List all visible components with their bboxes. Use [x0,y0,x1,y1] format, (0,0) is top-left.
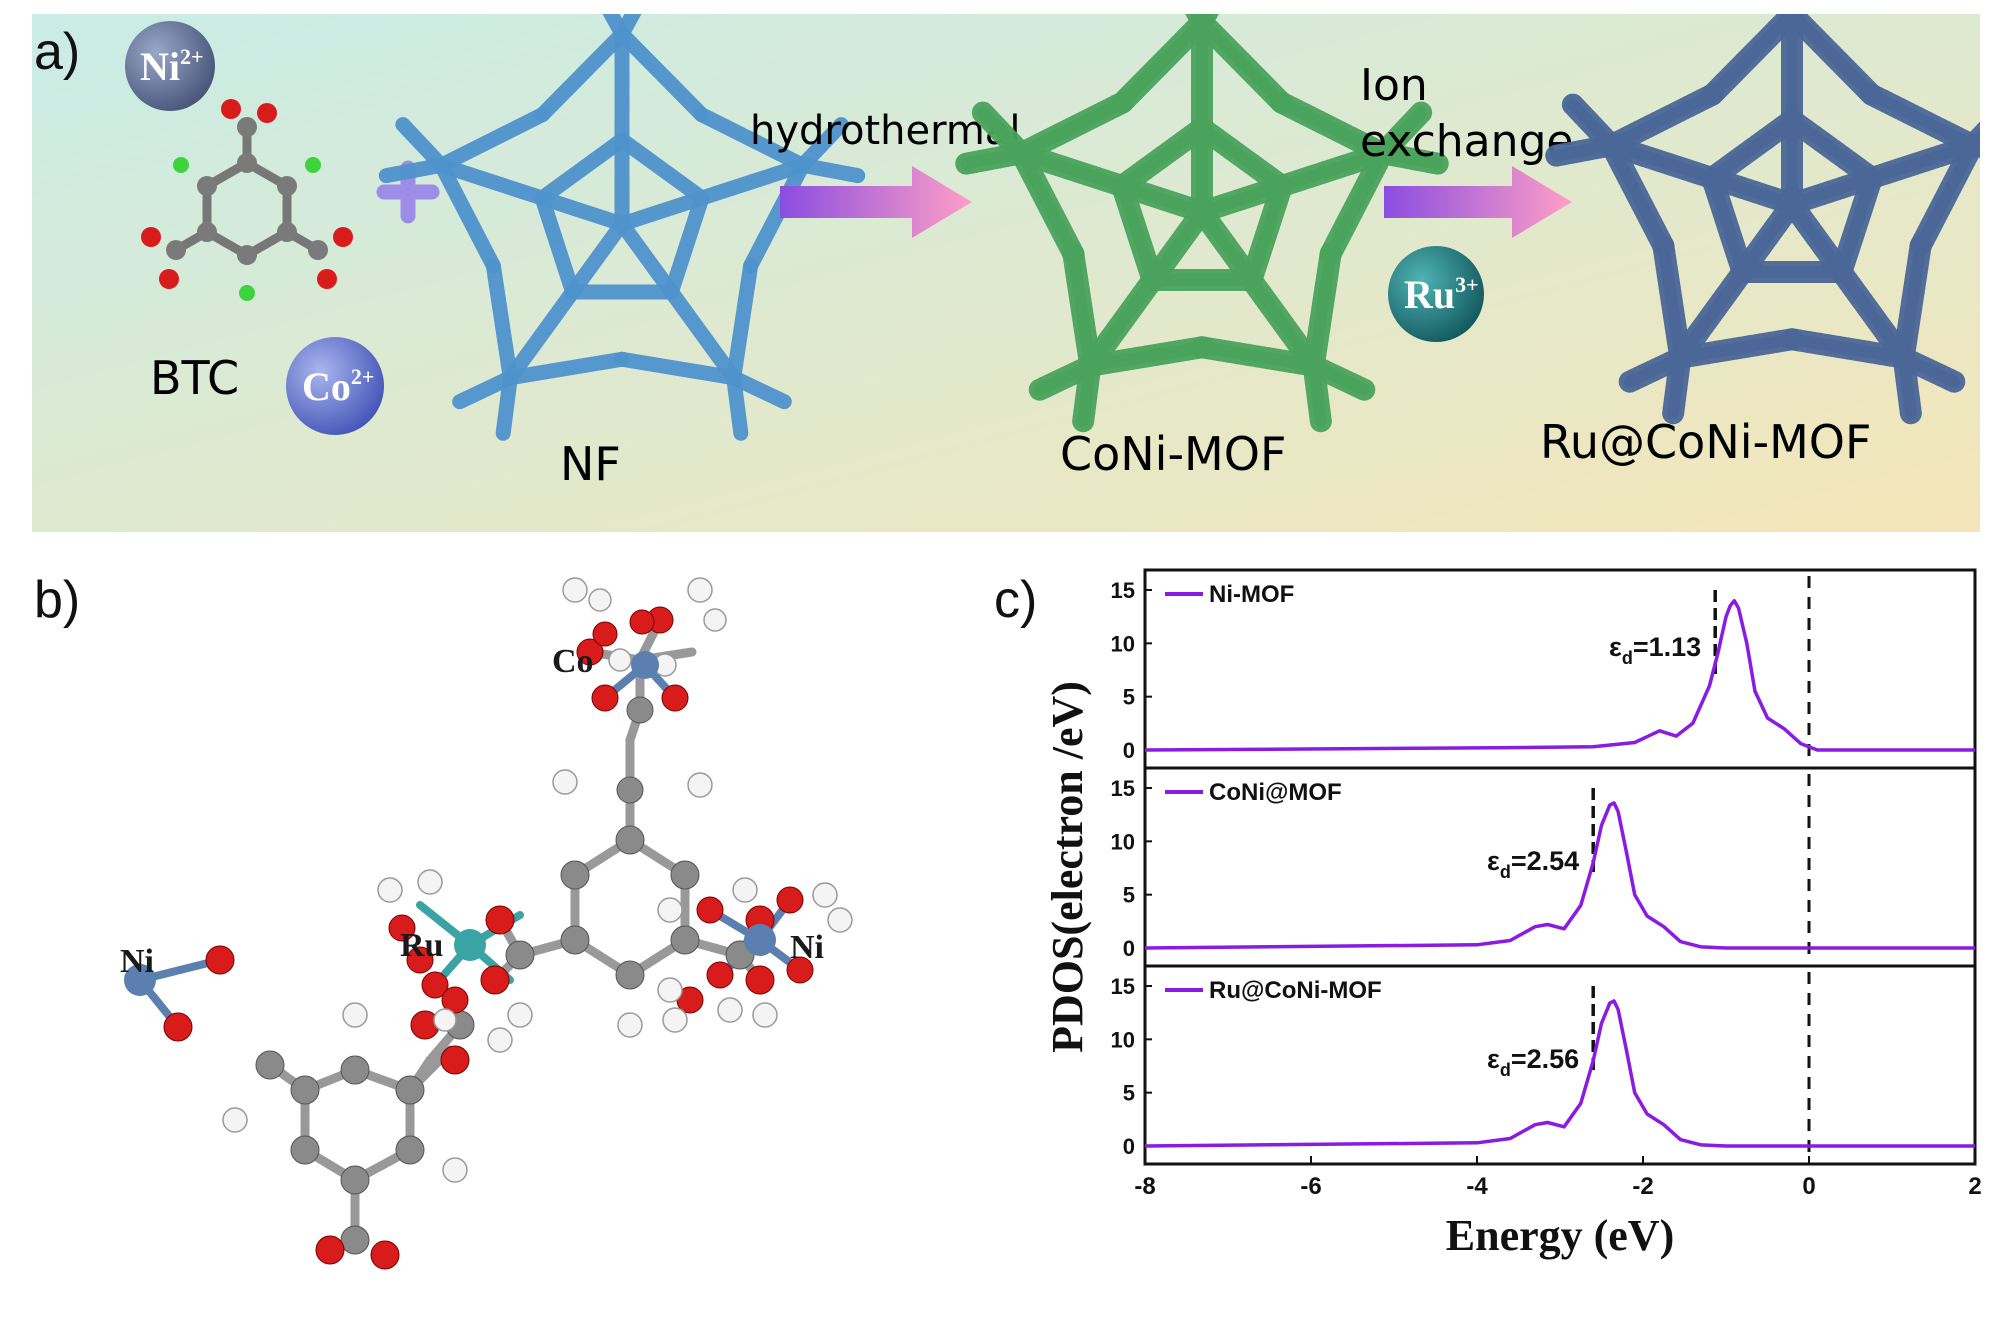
pdos-series-line [1144,999,1975,1148]
svg-text:Co2+: Co2+ [302,364,374,409]
ni-ion: Ni2+ [125,21,215,111]
pdos-series-line [1144,598,1975,752]
svg-text:Ni2+: Ni2+ [140,44,204,89]
co-label: Co [552,643,594,680]
coni-mof-frame-icon [955,0,1449,433]
y-axis-title: PDOS(electron /eV) [1043,681,1092,1053]
x-tick-label: 2 [1968,1173,1981,1200]
co-ion: Co2+ [286,337,384,435]
x-tick-label: -4 [1466,1173,1488,1200]
hydrothermal-arrow-icon [780,166,972,238]
y-tick-label: 15 [1111,974,1135,999]
ru-coni-mof-label: Ru@CoNi-MOF [1540,415,1871,469]
scheme-background [32,14,1980,532]
svg-text:Ru3+: Ru3+ [1404,272,1479,317]
ni-atom-right [744,924,776,956]
scheme-panel: Ni2+ BTC [32,0,2000,532]
coni-mof-label: CoNi-MOF [1060,427,1286,481]
ni-atom-left [124,964,156,996]
ru-label: Ru [400,927,443,964]
co-atom [631,651,659,679]
scheme-canvas: Ni2+ BTC [32,0,2000,532]
panel-label-a: a) [34,23,81,81]
ru-atom [454,929,486,961]
nf-label: NF [560,437,621,491]
btc-molecule-icon [141,99,353,301]
y-tick-label: 10 [1111,829,1135,854]
molecular-structure: Co Ru Ni Ni [100,560,1000,1280]
ion-exchange-arrow-icon [1384,166,1572,238]
ni-label-left: Ni [120,943,154,980]
ball-and-stick-model-icon: Co Ru Ni Ni [120,577,853,1270]
pdos-subplot-frame [1143,964,1977,1166]
y-tick-label: 0 [1123,1134,1135,1159]
y-tick-label: 15 [1111,776,1135,801]
legend-label: CoNi@MOF [1209,779,1342,806]
nickel-foam-frame-icon [378,0,866,441]
x-tick-label: -6 [1300,1173,1321,1200]
d-band-center-annotation: εd=1.13 [1609,632,1701,668]
ni-label-right: Ni [790,929,824,966]
y-tick-label: 5 [1123,1081,1135,1106]
d-band-center-annotation: εd=2.54 [1487,846,1579,882]
legend-label: Ni-MOF [1209,581,1294,608]
panel-label-b: b) [34,571,81,629]
panel-label-c: c) [994,571,1038,629]
x-tick-label: -2 [1632,1173,1653,1200]
pdos-series-line [1144,801,1975,950]
d-band-center-annotation: εd=2.56 [1487,1044,1579,1080]
ru-coni-mof-frame-icon [1545,0,2000,425]
x-tick-label: 0 [1802,1173,1815,1200]
y-tick-label: 0 [1123,738,1135,763]
btc-label: BTC [150,351,239,405]
y-tick-label: 5 [1123,883,1135,908]
x-axis-title: Energy (eV) [1446,1211,1675,1260]
y-tick-label: 10 [1111,631,1135,656]
legend-label: Ru@CoNi-MOF [1209,977,1382,1004]
y-tick-label: 5 [1123,685,1135,710]
x-tick-label: -8 [1134,1173,1155,1200]
ion-exchange-label-line1: Ion [1360,60,1428,111]
ru-ion: Ru3+ [1388,246,1484,342]
y-tick-label: 15 [1111,578,1135,603]
ion-exchange-label-line2: exchange [1360,116,1574,167]
y-tick-label: 0 [1123,936,1135,961]
y-tick-label: 10 [1111,1027,1135,1052]
